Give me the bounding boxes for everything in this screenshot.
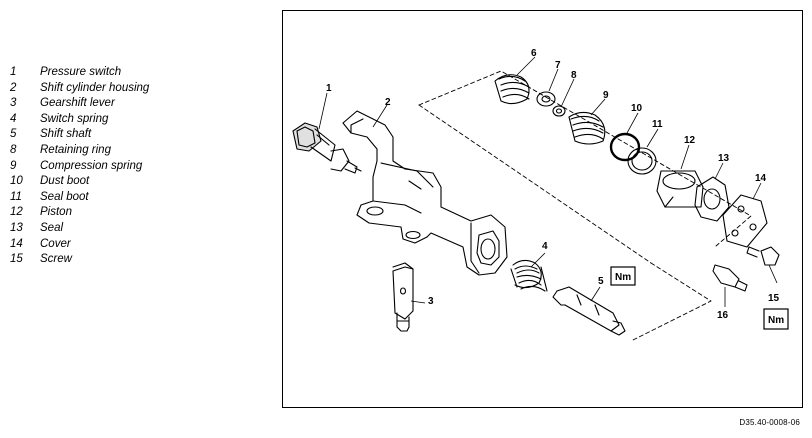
torque-box-shaft: Nm — [610, 266, 636, 286]
cover-14-part — [722, 194, 768, 248]
legend-number: 12 — [10, 206, 23, 219]
legend-number: 9 — [10, 159, 17, 172]
exploded-view-drawing: 1 2 3 4 5 6 7 8 9 10 11 12 13 14 15 16 N… — [292, 48, 789, 342]
torque-label: Nm — [615, 272, 631, 283]
callout-9: 9 — [603, 90, 609, 101]
legend-label: Screw — [40, 253, 72, 266]
legend-label: Pressure switch — [40, 66, 122, 78]
seal-boot-11-part — [627, 147, 657, 175]
piston-12-part — [656, 170, 704, 208]
leader-lines — [318, 56, 778, 307]
dust-boot-10-part — [609, 132, 641, 162]
callout-5: 5 — [598, 276, 604, 287]
legend-label: Piston — [40, 206, 72, 219]
screw-15-part — [746, 246, 780, 266]
torque-box-screw: Nm — [763, 308, 789, 330]
legend-number: 15 — [10, 253, 23, 266]
shift-cylinder-housing-part — [342, 110, 508, 276]
torque-label: Nm — [768, 315, 784, 326]
legend-number: 3 — [10, 97, 17, 110]
legend-number: 5 — [10, 128, 17, 141]
legend-number: 10 — [10, 175, 23, 188]
legend-number: 1 — [10, 66, 17, 78]
legend-label: Compression spring — [40, 159, 143, 172]
callout-11: 11 — [652, 119, 663, 130]
legend-label: Switch spring — [40, 112, 109, 125]
sensor-16-part — [712, 264, 748, 292]
legend-number: 13 — [10, 221, 23, 234]
legend-label: Seal boot — [40, 190, 89, 203]
retaining-ring-8-part — [552, 105, 566, 117]
callout-10: 10 — [631, 103, 643, 114]
legend-number: 11 — [10, 190, 22, 203]
callout-12: 12 — [684, 135, 696, 146]
exploded-view-figure: 1 2 3 4 5 6 7 8 9 10 11 12 13 14 15 16 N… — [282, 10, 803, 408]
callout-6: 6 — [531, 48, 537, 59]
callout-2: 2 — [385, 97, 391, 108]
callout-8: 8 — [571, 70, 577, 81]
spring-6-part — [494, 74, 530, 105]
callout-7: 7 — [555, 60, 561, 71]
callout-4: 4 — [542, 241, 548, 252]
legend-number: 8 — [10, 143, 17, 156]
legend-label: Dust boot — [40, 175, 90, 188]
callout-15: 15 — [768, 293, 780, 304]
legend-number: 4 — [10, 112, 17, 125]
legend-label: Cover — [40, 237, 71, 250]
legend-label: Seal — [40, 221, 64, 234]
pressure-switch-part — [292, 122, 362, 174]
legend-label: Retaining ring — [40, 143, 111, 156]
legend-number: 14 — [10, 237, 23, 250]
callout-1: 1 — [326, 83, 332, 94]
switch-spring-part — [510, 259, 548, 292]
callout-3: 3 — [428, 296, 434, 307]
gearshift-lever-part — [392, 262, 414, 332]
callout-13: 13 — [718, 153, 730, 164]
figure-reference-code: D35.40-0008-06 — [739, 418, 800, 427]
callout-14: 14 — [755, 173, 767, 184]
legend-label: Shift cylinder housing — [40, 81, 150, 94]
assembly-dash-outline — [418, 70, 752, 342]
legend-label: Gearshift lever — [40, 97, 115, 110]
washer-7-part — [536, 91, 556, 107]
shift-shaft-part — [552, 286, 626, 336]
callout-16: 16 — [717, 310, 729, 321]
legend-number: 2 — [10, 81, 17, 94]
compression-spring-9-part — [568, 111, 606, 145]
legend-label: Shift shaft — [40, 128, 92, 141]
